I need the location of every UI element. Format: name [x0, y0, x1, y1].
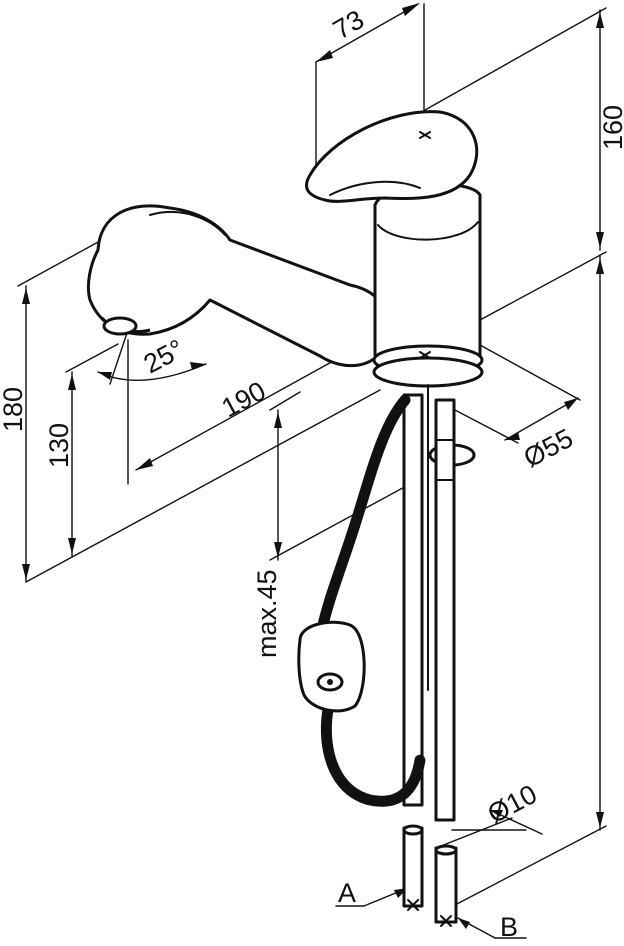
faucet-body	[86, 110, 484, 388]
supply-pipes	[402, 384, 476, 927]
dim-reach: 190	[217, 376, 271, 424]
dim-base-diameter: Ø55	[519, 423, 578, 473]
label-connection-b: B	[500, 912, 518, 942]
pull-out-hose	[297, 394, 426, 807]
dimension-lines	[17, 3, 607, 939]
dim-max-thickness: max.45	[252, 569, 282, 658]
dim-width-top: 73	[328, 4, 369, 45]
dim-overall-height: 180	[0, 387, 28, 432]
label-connection-a: A	[338, 878, 356, 908]
dim-spout-height: 130	[44, 423, 74, 468]
dim-height-spout: 160	[598, 105, 624, 150]
dim-pipe-diameter: Ø10	[483, 779, 542, 829]
dimension-labels: 73 160 180 130 25° 190 Ø55 max.45 Ø10 A …	[0, 4, 624, 942]
